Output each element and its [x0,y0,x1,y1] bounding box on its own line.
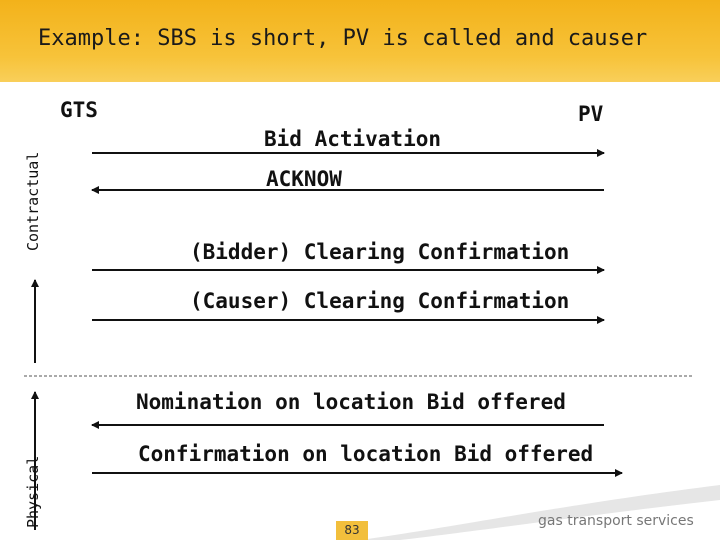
message-label: (Causer) Clearing Confirmation [190,289,570,313]
message-label: (Bidder) Clearing Confirmation [190,240,570,264]
brand-logo-text: gas transport services [538,513,694,529]
header-bar: Example: SBS is short, PV is called and … [0,0,720,82]
message-label: Confirmation on location Bid offered [138,442,594,466]
party-pv: PV [578,102,604,126]
message-label: ACKNOW [266,167,342,191]
side-label-contractual: Contractual [24,151,42,251]
side-label-physical: Physical [24,455,42,528]
page-number: 83 [336,521,368,540]
slide-title: Example: SBS is short, PV is called and … [38,26,648,51]
message-label: Bid Activation [264,127,442,151]
party-gts: GTS [60,98,98,122]
footer-swoosh [360,485,720,540]
message-label: Nomination on location Bid offered [136,390,566,414]
